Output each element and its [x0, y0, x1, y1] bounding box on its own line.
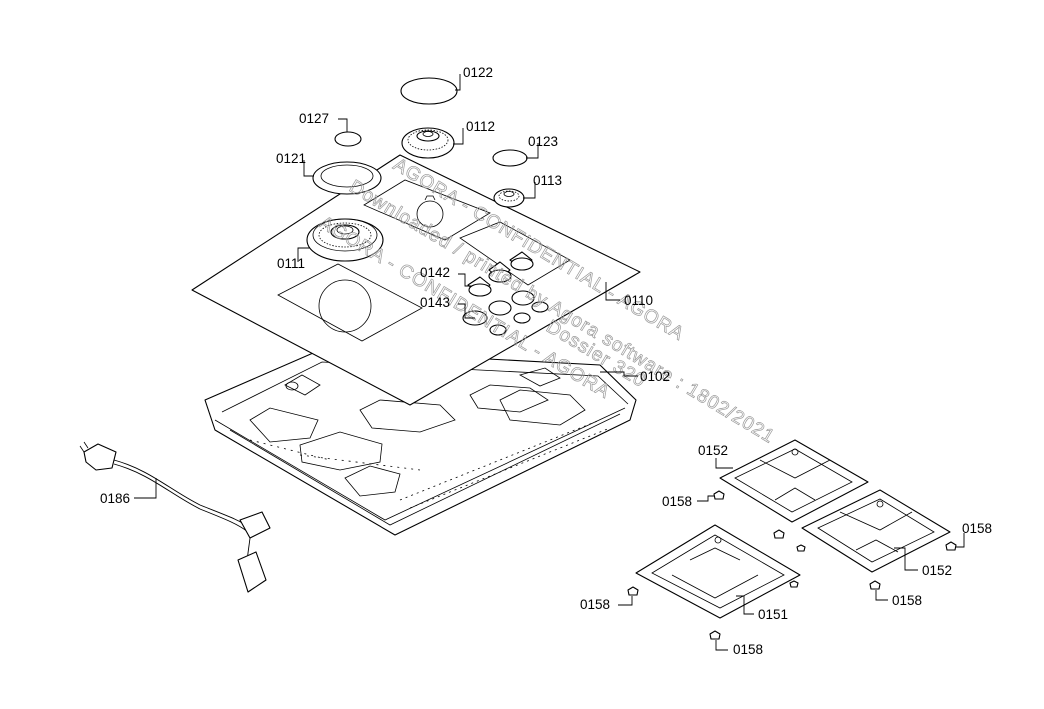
label-0158-b: 0158 — [962, 521, 992, 536]
label-0142: 0142 — [420, 265, 450, 280]
label-0102: 0102 — [640, 369, 670, 384]
rubber-feet — [627, 490, 957, 640]
burner-cap-ring — [312, 161, 382, 195]
burner-cap-medium — [492, 149, 528, 167]
burner-small — [493, 188, 525, 208]
label-0158-c: 0158 — [892, 593, 922, 608]
label-0112: 0112 — [466, 119, 495, 134]
label-0158-e: 0158 — [733, 642, 763, 657]
pan-support-upper-left — [719, 439, 869, 523]
label-0127: 0127 — [299, 111, 329, 126]
burner-medium — [401, 127, 455, 159]
label-0152-left: 0152 — [698, 443, 728, 458]
part-labels: 0122 0127 0112 0123 0121 0113 0111 0142 … — [100, 65, 992, 657]
label-0158-d: 0158 — [580, 597, 610, 612]
label-0122: 0122 — [463, 65, 493, 80]
burner-cap-large — [400, 77, 458, 105]
burner-cap-small — [334, 131, 362, 147]
label-0143: 0143 — [420, 295, 450, 310]
label-0111: 0111 — [277, 256, 305, 271]
label-0152-right: 0152 — [922, 563, 952, 578]
label-0123: 0123 — [528, 134, 558, 149]
pan-support-front — [635, 524, 801, 619]
label-0151: 0151 — [758, 607, 788, 622]
control-knobs — [462, 251, 549, 336]
label-0121: 0121 — [276, 151, 306, 166]
power-cord — [79, 441, 271, 593]
label-0110: 0110 — [624, 293, 653, 308]
glass-top-plate — [191, 154, 641, 406]
leader-lines — [134, 74, 965, 651]
label-0186: 0186 — [100, 491, 130, 506]
pan-support-upper-right — [801, 489, 951, 573]
label-0158-a: 0158 — [662, 494, 692, 509]
label-0113: 0113 — [533, 173, 562, 188]
burner-large — [306, 218, 384, 262]
